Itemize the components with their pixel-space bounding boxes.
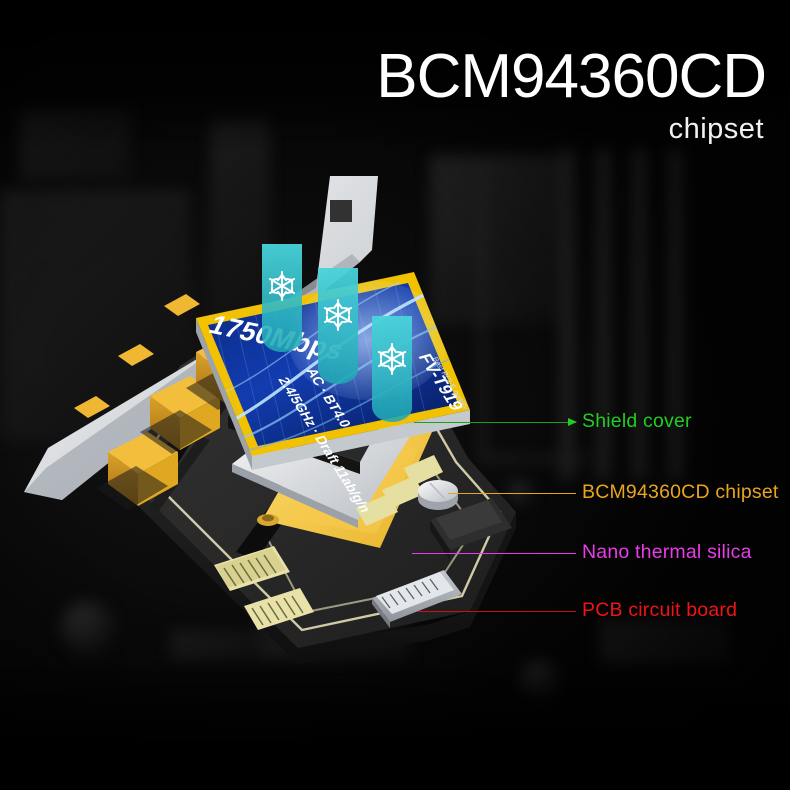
antenna-nub — [74, 396, 110, 418]
pcie-gold-fingers — [214, 546, 314, 630]
background-bottom-fade — [0, 658, 790, 790]
snowflake-icon — [377, 342, 407, 376]
thermal-pads — [262, 244, 412, 422]
snowflake-icon — [323, 298, 353, 332]
pcb-edge-side — [470, 512, 516, 627]
bracket-tab-notch — [330, 200, 352, 222]
callout-label-pcb: PCB circuit board — [582, 599, 738, 621]
callout-label-thermal-silica: Nano thermal silica — [582, 541, 752, 563]
shield-side — [196, 318, 252, 470]
leader-line-shield-cover — [414, 422, 576, 423]
m2-slot-connector — [372, 570, 462, 628]
snowflake-icon — [268, 270, 296, 302]
antenna-nub — [164, 294, 200, 316]
thermal-pad — [318, 268, 358, 384]
page-title: BCM94360CD — [376, 42, 767, 111]
bracket-face — [24, 176, 378, 500]
background-top-fade — [0, 0, 790, 150]
leader-arrow-shield-cover — [568, 418, 577, 426]
antenna-nub — [118, 344, 154, 366]
thermal-pad — [372, 316, 412, 422]
page-subtitle: chipset — [668, 113, 764, 145]
leader-line-pcb — [418, 611, 576, 612]
callout-label-chipset: BCM94360CD chipset — [582, 481, 779, 503]
shield-side — [252, 410, 470, 470]
ufl-antenna-socket — [257, 514, 279, 526]
connector-block — [430, 498, 512, 560]
leader-line-thermal-silica — [412, 553, 576, 554]
capacitor — [418, 480, 458, 510]
smd-gold-contacts — [356, 455, 443, 526]
callout-label-shield-cover: Shield cover — [582, 410, 692, 432]
thermal-pad — [262, 244, 302, 352]
leader-line-chipset — [448, 493, 576, 494]
